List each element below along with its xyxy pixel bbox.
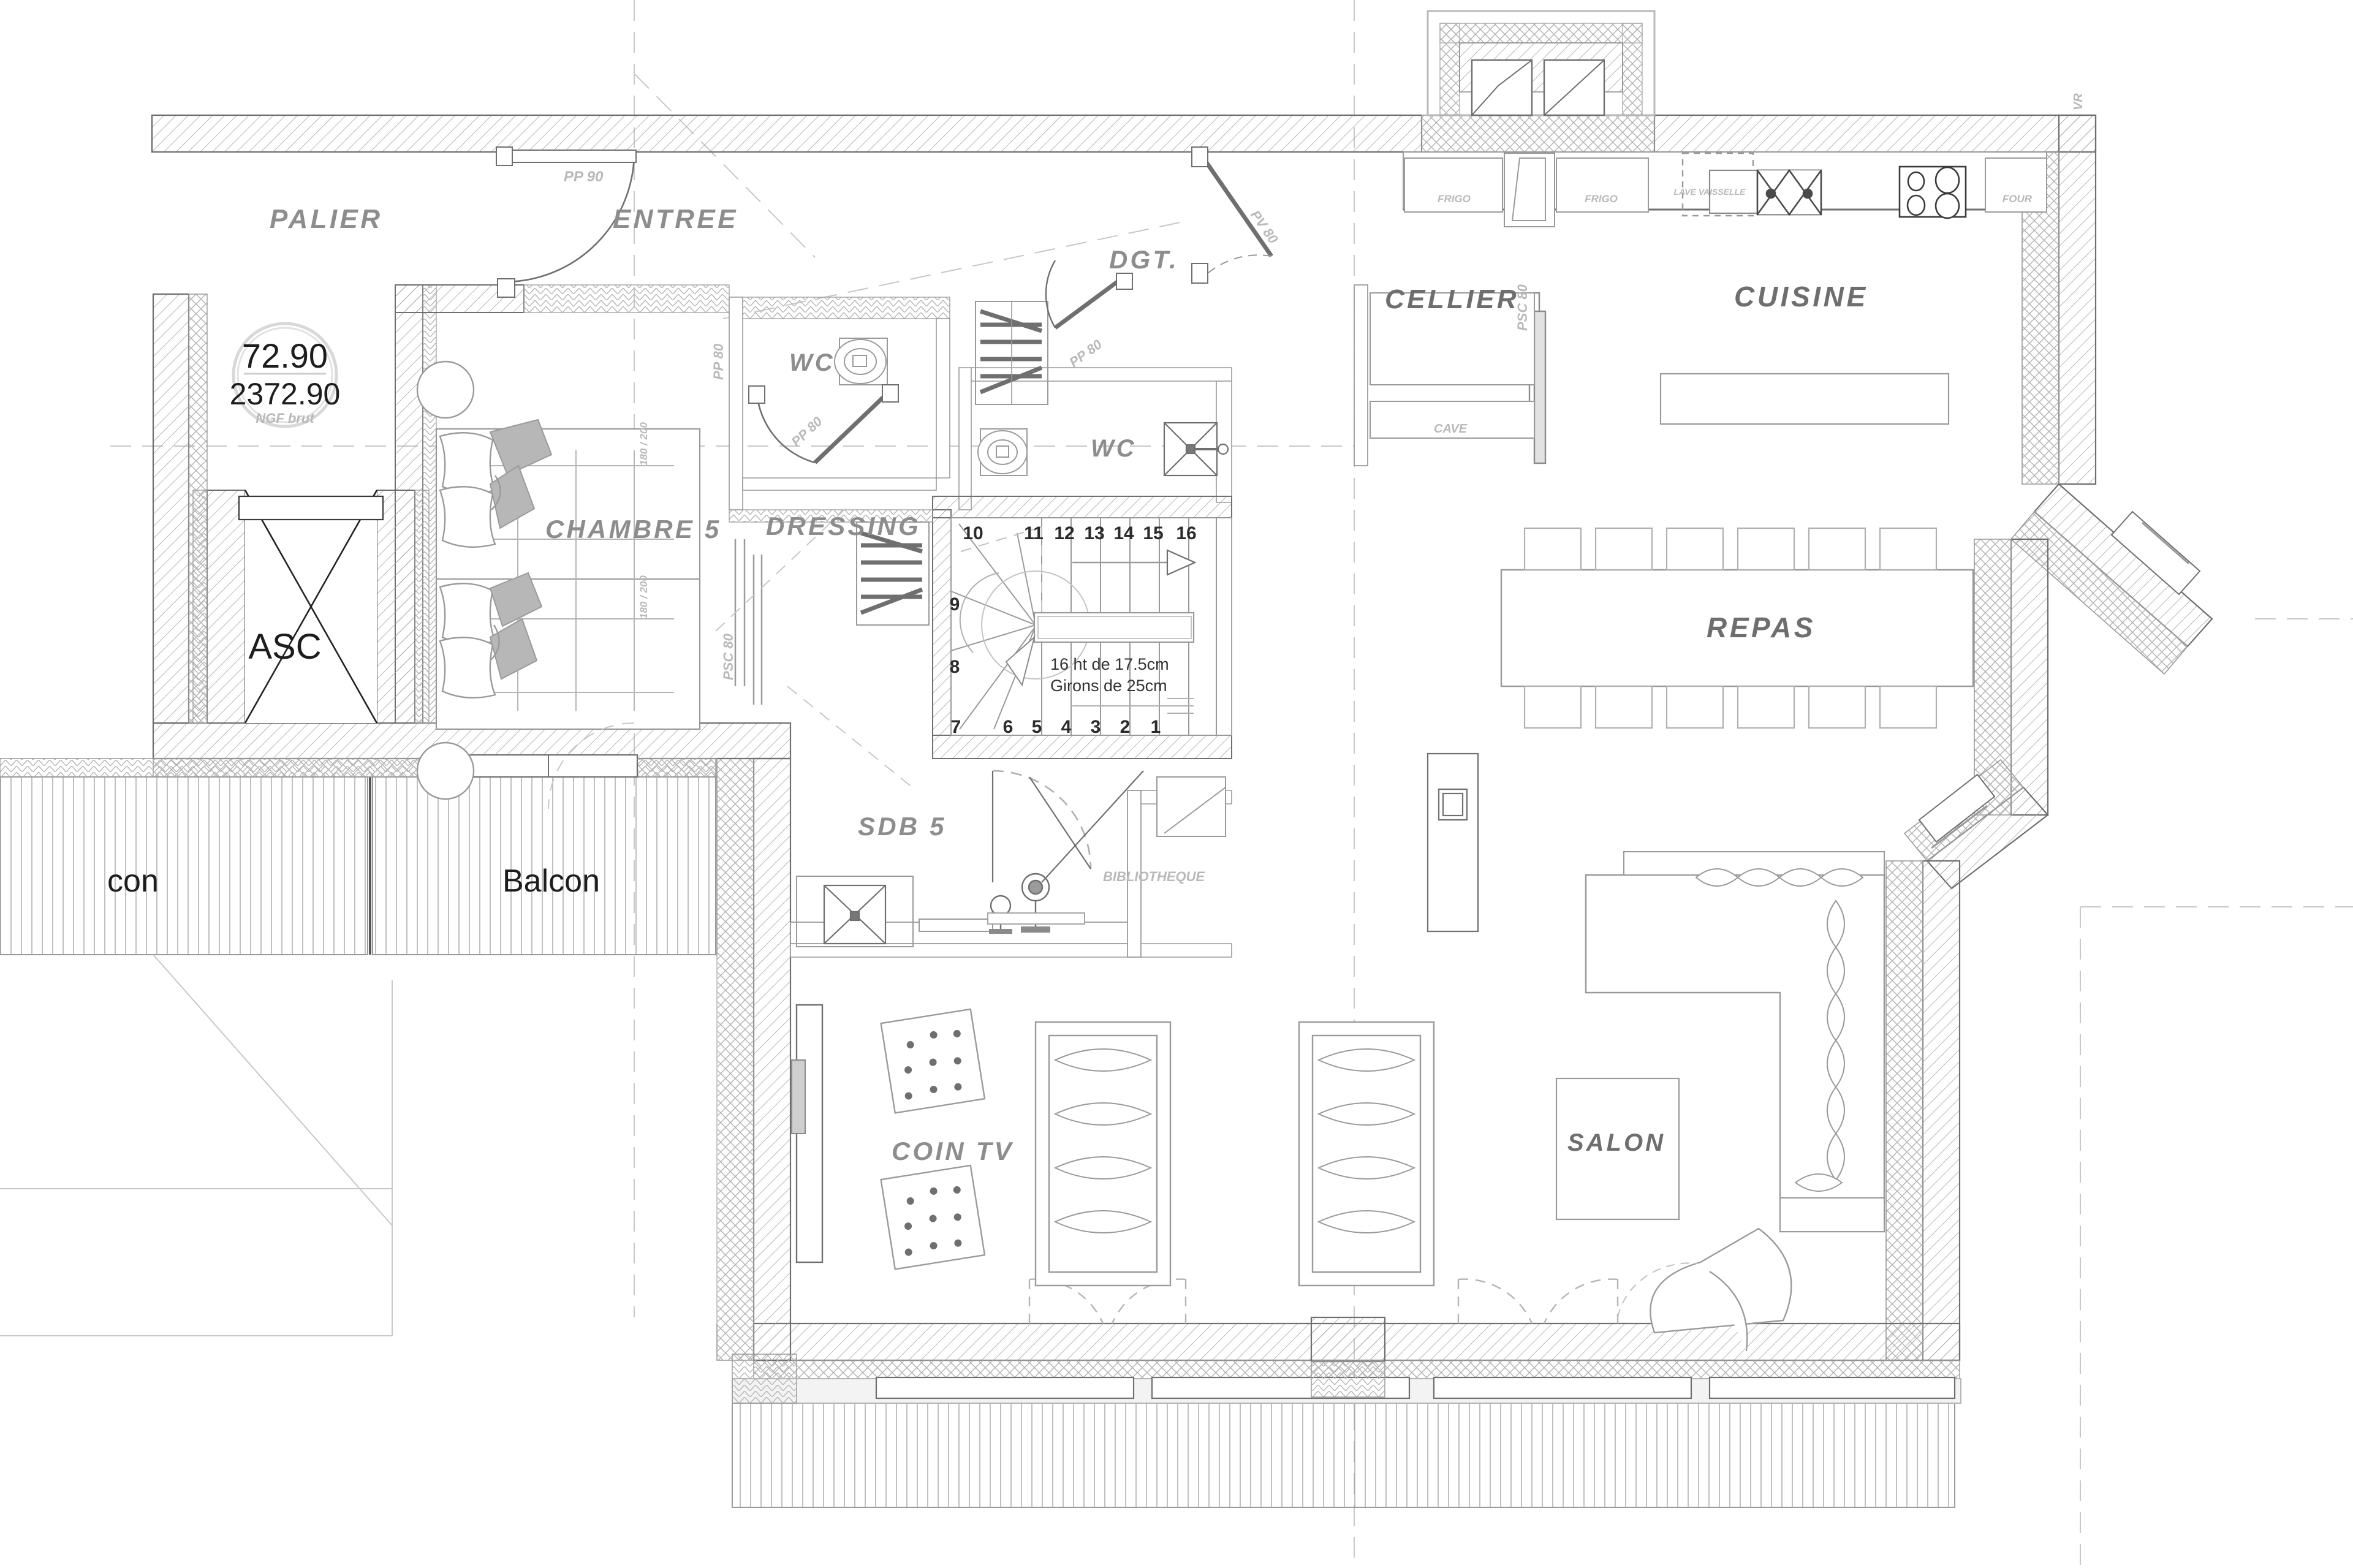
room-label-sdb-5: SDB 5	[858, 812, 947, 841]
room-labels: PALIER ENTREE DGT. CELLIER CUISINE WC WC…	[270, 204, 1868, 1165]
stair-note-line-2: Girons de 25cm	[1050, 676, 1167, 695]
stair-tread-6: 6	[1003, 717, 1014, 737]
appliance-label-frigo-2: FRIGO	[1585, 193, 1618, 205]
elevation-marker: 72.90 2372.90 NGF brut	[230, 322, 341, 428]
kitchen-units: FRIGO FRIGO LAVE VAISSELLE FOUR	[1403, 151, 2047, 425]
stair-tread-15: 15	[1143, 523, 1163, 543]
annotation-right-edge: VR	[2072, 93, 2085, 110]
stair-tread-14: 14	[1113, 523, 1134, 543]
room-label-cellier: CELLIER	[1385, 284, 1519, 314]
annotation-pp90-entree: PP 90	[564, 169, 604, 185]
room-label-coin-tv: COIN TV	[892, 1137, 1014, 1165]
stair-tread-1: 1	[1151, 717, 1161, 737]
elevation-caption: NGF brut	[256, 411, 315, 426]
appliance-label-dishwasher: LAVE VAISSELLE	[1674, 187, 1746, 197]
annotation-psc80-cellier: PSC 80	[1515, 284, 1530, 331]
annotation-pp80-wc-left: PP 80	[711, 343, 726, 380]
room-label-balcon-left: con	[107, 863, 159, 899]
construction-axes	[110, 0, 2353, 1568]
annotation-cave: CAVE	[1434, 422, 1468, 436]
staircase	[950, 517, 1217, 736]
room-label-chambre-5: CHAMBRE 5	[545, 515, 721, 543]
stair-tread-10: 10	[963, 523, 983, 543]
terrace-deck	[732, 1354, 1961, 1508]
door-symbols	[496, 146, 1619, 1398]
room-label-asc: ASC	[248, 627, 321, 667]
elevation-upper-value: 72.90	[242, 336, 328, 375]
stair-tread-11: 11	[1024, 523, 1044, 543]
appliance-label-four: FOUR	[2003, 193, 2033, 205]
balcony-zone: con Balcon	[0, 754, 718, 1336]
stair-tread-12: 12	[1054, 523, 1074, 543]
interior-partitions	[395, 284, 1547, 958]
room-label-dgt: DGT.	[1109, 245, 1179, 274]
coin-tv-furniture	[791, 1004, 1435, 1287]
room-label-repas: REPAS	[1707, 612, 1816, 643]
stair-tread-7: 7	[951, 717, 961, 737]
bedroom-furniture	[416, 360, 917, 809]
annotation-pp80-dressing: PP 80	[1066, 336, 1105, 370]
stair-tread-9: 9	[950, 594, 960, 615]
annotation-bibliotheque: BIBLIOTHEQUE	[1103, 869, 1206, 884]
stair-tread-5: 5	[1032, 717, 1042, 737]
dining-table-group	[1500, 527, 1974, 729]
elevator-shaft: ASC	[192, 490, 430, 724]
room-label-salon: SALON	[1567, 1129, 1665, 1156]
stair-tread-2: 2	[1120, 717, 1131, 737]
stair-tread-16: 16	[1176, 523, 1196, 543]
annotation-pp80-wc-diag: PP 80	[788, 414, 825, 450]
stair-tread-13: 13	[1084, 523, 1104, 543]
room-label-entree: ENTREE	[613, 204, 738, 234]
stair-tread-8: 8	[950, 657, 960, 677]
room-label-cuisine: CUISINE	[1734, 281, 1868, 312]
appliance-label-frigo-1: FRIGO	[1438, 193, 1471, 205]
annotation-psc80-dressing: PSC 80	[721, 633, 736, 680]
elevation-lower-value: 2372.90	[230, 377, 341, 411]
staircase-annotations: 10 11 12 13 14 15 16 9 8 7 6 5 4 3 2 1 1…	[950, 523, 1197, 737]
annotation-bed-dim-top: 180 / 200	[638, 422, 650, 466]
room-label-wc-1: WC	[789, 349, 835, 376]
room-label-balcon-right: Balcon	[502, 863, 600, 899]
room-label-dressing: DRESSING	[766, 512, 921, 540]
annotation-bed-dim-bottom: 180 / 200	[638, 575, 650, 619]
salon-furniture	[1555, 851, 1885, 1352]
stair-note-line-1: 16 ht de 17.5cm	[1050, 655, 1169, 673]
room-label-wc-2: WC	[1091, 435, 1137, 462]
stair-tread-4: 4	[1061, 717, 1072, 737]
room-label-palier: PALIER	[270, 204, 382, 234]
stair-tread-3: 3	[1091, 717, 1101, 737]
